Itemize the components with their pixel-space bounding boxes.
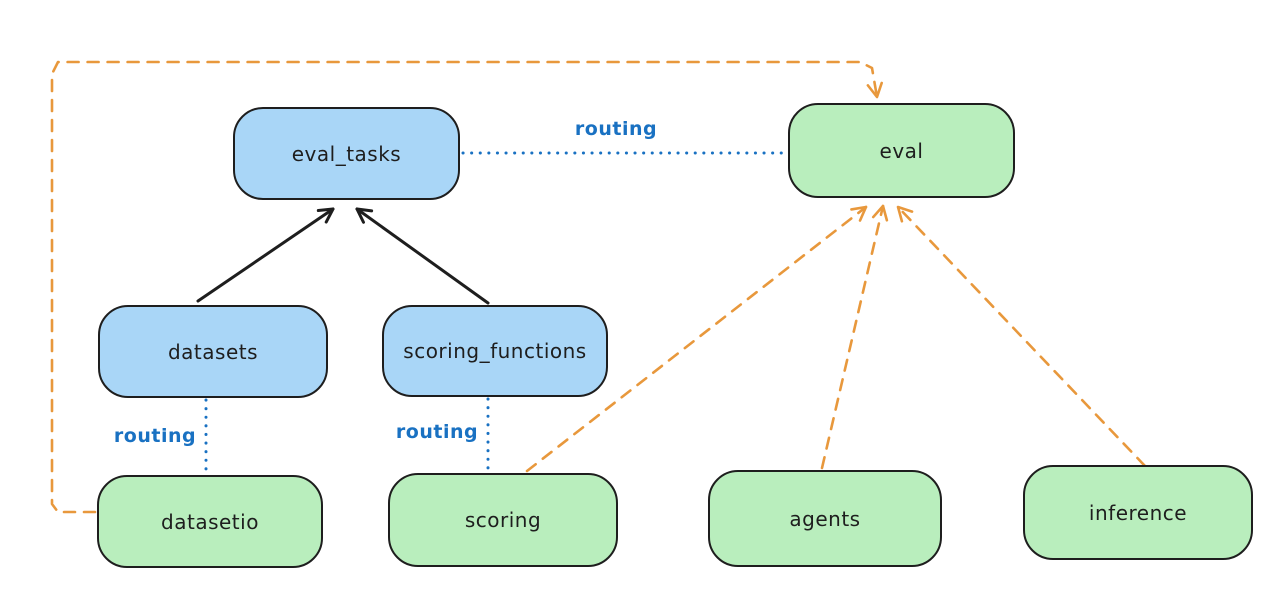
node-label: eval_tasks <box>291 141 402 166</box>
node-agents: agents <box>708 470 942 567</box>
edge-agents-to-eval <box>820 204 889 470</box>
node-label: datasetio <box>161 509 259 534</box>
edge-datasetio-to-eval <box>50 60 883 514</box>
node-eval: eval <box>788 103 1015 198</box>
edge-datasets-to-eval-tasks <box>196 207 335 303</box>
edge-scoring-to-eval <box>525 205 868 473</box>
node-datasetio: datasetio <box>97 475 323 568</box>
edge-label-routing: routing <box>113 425 197 447</box>
node-label: scoring_functions <box>403 339 587 363</box>
node-label: agents <box>789 506 861 531</box>
node-scoring-functions: scoring_functions <box>382 305 608 397</box>
node-label: datasets <box>167 339 259 364</box>
node-label: scoring <box>464 508 542 532</box>
edge-label-routing: routing <box>395 421 479 443</box>
node-eval-tasks: eval_tasks <box>233 107 460 200</box>
edge-inference-to-eval <box>896 205 1147 468</box>
node-label: inference <box>1088 500 1188 525</box>
node-label: eval <box>879 138 924 163</box>
edge-label-routing: routing <box>574 118 658 140</box>
node-datasets: datasets <box>98 305 328 398</box>
node-inference: inference <box>1023 465 1253 560</box>
edge-scoring-functions-to-eval-tasks <box>355 207 490 305</box>
node-scoring: scoring <box>388 473 618 567</box>
